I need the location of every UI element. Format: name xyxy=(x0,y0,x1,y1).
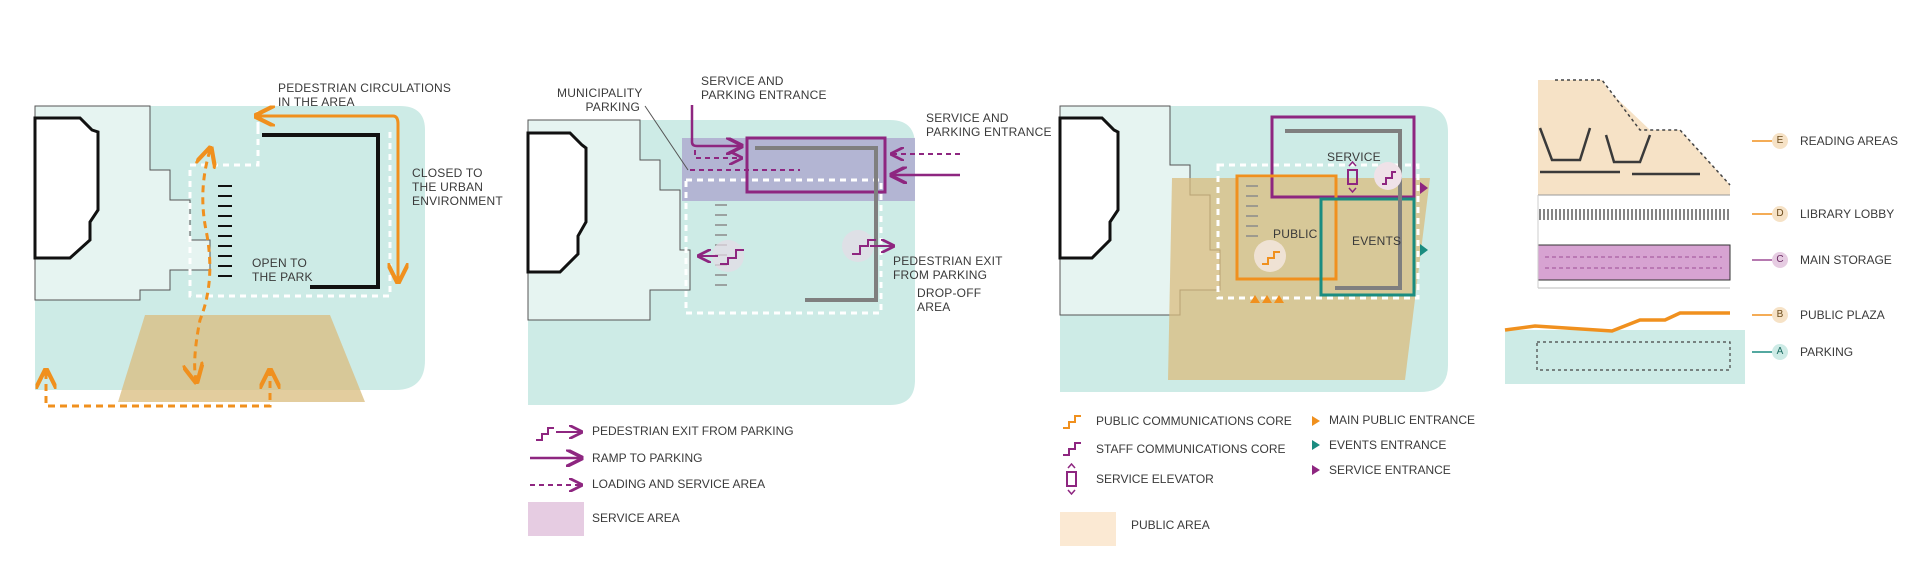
panel-1-pedestrian-circulation xyxy=(33,105,425,408)
level-label-reading-areas: READING AREAS xyxy=(1800,134,1899,148)
main-entrance-legend-marker xyxy=(1312,416,1320,426)
label-service-entrance-top: SERVICE AND PARKING ENTRANCE xyxy=(701,74,827,102)
site-boundary xyxy=(1216,163,1420,300)
level-badge-c: C xyxy=(1772,252,1788,268)
library-lobby-ticks xyxy=(1539,209,1729,220)
municipality-leader xyxy=(644,105,689,171)
label-pedestrian-circulations: PEDESTRIAN CIRCULATIONS IN THE AREA xyxy=(278,81,452,109)
building-outline xyxy=(755,146,878,302)
stair-ticks xyxy=(218,185,232,277)
level-label-public-plaza: PUBLIC PLAZA xyxy=(1800,308,1885,322)
service-box xyxy=(745,136,887,194)
level-badge-a: A xyxy=(1772,344,1788,360)
legend-events-entrance: EVENTS ENTRANCE xyxy=(1329,438,1447,452)
legend-main-public-entrance: MAIN PUBLIC ENTRANCE xyxy=(1329,413,1476,427)
legend-staff-core: STAFF COMMUNICATIONS CORE xyxy=(1096,442,1286,456)
reading-terrace-2 xyxy=(1604,134,1652,164)
public-area-legend-swatch xyxy=(1060,512,1116,546)
reading-terrace-3 xyxy=(1540,170,1700,176)
main-public-entrance-markers xyxy=(1250,295,1284,303)
label-dropoff-area: DROP-OFF AREA xyxy=(917,286,982,314)
loading-arrow-top xyxy=(694,150,740,158)
events-zone xyxy=(1319,197,1416,297)
reading-area-volume xyxy=(1538,80,1730,195)
legend-service-elevator: SERVICE ELEVATOR xyxy=(1096,472,1214,486)
existing-building xyxy=(526,131,588,274)
staff-core-halo xyxy=(1374,162,1402,190)
legend-3-symbols xyxy=(1060,415,1320,546)
level-label-main-storage: MAIN STORAGE xyxy=(1800,253,1892,267)
legend-public-area: PUBLIC AREA xyxy=(1131,518,1210,532)
ramp-arrow-top xyxy=(690,105,740,146)
label-events-zone: EVENTS xyxy=(1352,234,1402,248)
staff-core-icon xyxy=(1382,171,1396,185)
reading-roof-dashed xyxy=(1555,79,1731,186)
label-open-to-park: OPEN TO THE PARK xyxy=(252,256,313,284)
legend-service-area: SERVICE AREA xyxy=(592,511,680,525)
events-entrance-legend-marker xyxy=(1312,440,1320,450)
building-outline xyxy=(1285,129,1402,290)
parking-volume xyxy=(1505,330,1745,384)
service-zone xyxy=(1270,115,1416,199)
public-zone xyxy=(1235,174,1338,281)
service-entrance-marker xyxy=(1420,182,1428,194)
closed-circulation-arrow xyxy=(258,116,398,280)
ped-exit-icon-left xyxy=(720,249,744,265)
level-label-library-lobby: LIBRARY LOBBY xyxy=(1800,207,1895,221)
existing-building xyxy=(33,116,100,260)
legend-ramp: RAMP TO PARKING xyxy=(592,451,703,465)
elevator-legend-icon xyxy=(1066,471,1077,487)
label-municipality-parking: MUNICIPALITY PARKING xyxy=(557,86,643,114)
label-closed-to-urban: CLOSED TO THE URBAN ENVIRONMENT xyxy=(412,166,503,208)
park-dashed-path xyxy=(195,150,210,380)
level-label-parking: PARKING xyxy=(1800,345,1854,359)
panel-3-program xyxy=(1058,105,1448,546)
panel-4-section xyxy=(1504,79,1772,384)
stair-ticks xyxy=(1246,185,1258,237)
reading-terrace-1 xyxy=(1538,127,1592,162)
ped-exit-legend-icon xyxy=(536,427,554,441)
exit-halo xyxy=(842,230,874,262)
service-area-legend-swatch xyxy=(528,502,584,536)
service-elevator-icon xyxy=(1347,169,1358,185)
main-storage-volume xyxy=(1537,244,1731,281)
label-pedestrian-exit: PEDESTRIAN EXIT FROM PARKING xyxy=(893,254,1003,282)
legend-ped-exit: PEDESTRIAN EXIT FROM PARKING xyxy=(592,424,794,438)
label-service-entrance-right: SERVICE AND PARKING ENTRANCE xyxy=(926,111,1052,139)
park-public-area xyxy=(118,315,365,402)
legend-public-core: PUBLIC COMMUNICATIONS CORE xyxy=(1096,414,1292,428)
label-public-zone: PUBLIC xyxy=(1273,227,1318,241)
legend-service-entrance: SERVICE ENTRANCE xyxy=(1329,463,1451,477)
legend-2-symbols xyxy=(528,428,584,536)
street-dashed-path xyxy=(46,372,270,408)
parking-dashed-outline xyxy=(1536,341,1731,371)
service-entrance-legend-marker xyxy=(1312,465,1320,475)
public-core-legend-icon xyxy=(1063,415,1081,429)
label-service-zone: SERVICE xyxy=(1327,150,1381,164)
level-badge-b: B xyxy=(1772,307,1788,323)
ped-exit-icon-right xyxy=(852,239,876,255)
level-badge-d: D xyxy=(1772,206,1788,222)
legend-loading: LOADING AND SERVICE AREA xyxy=(592,477,766,491)
panel-2-parking xyxy=(526,105,960,536)
existing-building xyxy=(1058,116,1120,260)
staff-core-legend-icon xyxy=(1063,442,1081,456)
events-entrance-marker xyxy=(1420,244,1428,256)
public-core-icon xyxy=(1262,251,1280,265)
public-plaza-line xyxy=(1504,311,1730,333)
level-badge-e: E xyxy=(1772,133,1788,149)
public-core-halo xyxy=(1254,240,1286,272)
